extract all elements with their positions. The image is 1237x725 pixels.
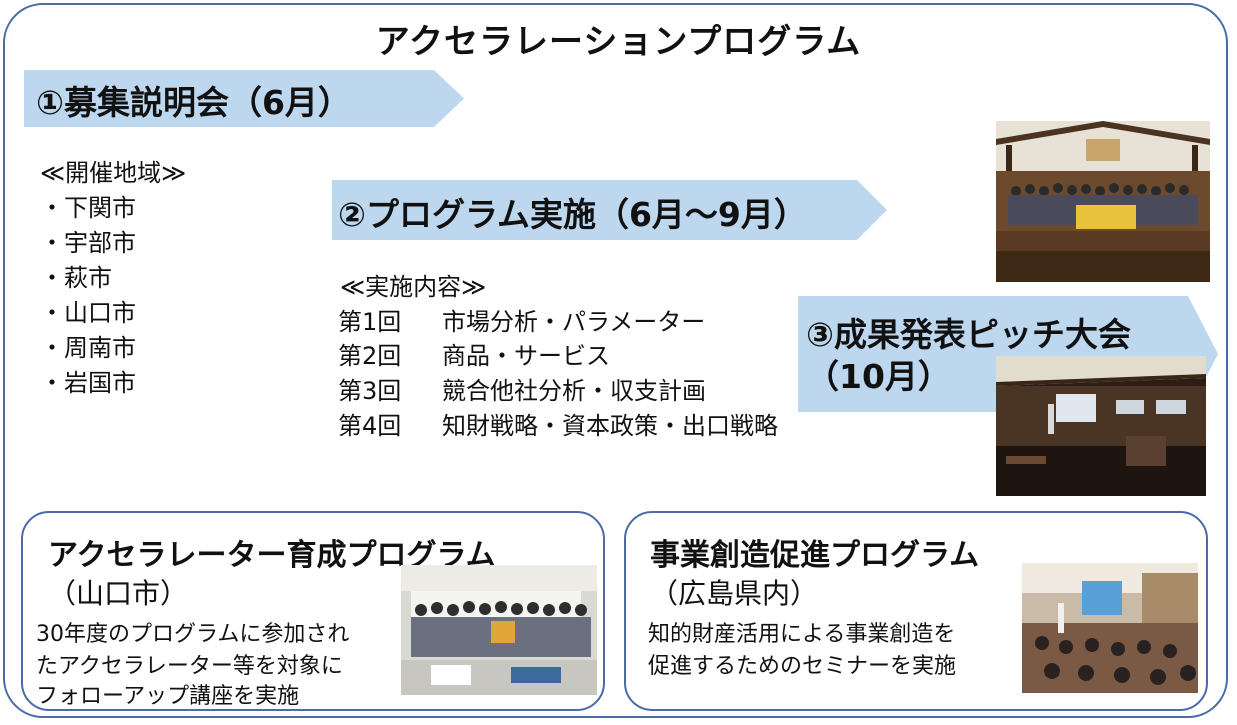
content-no: 第2回 — [338, 342, 402, 370]
step3-label-line1: ③成果発表ピッチ大会 — [806, 315, 1131, 354]
box2-subtitle: （広島県内） — [650, 577, 819, 610]
outer-frame — [3, 3, 1228, 718]
region-item: ・周南市 — [40, 334, 136, 362]
region-item: ・萩市 — [40, 264, 112, 292]
box1-body-line: たアクセラレーター等を対象に — [36, 654, 343, 679]
content-no: 第3回 — [338, 377, 402, 405]
box2-title: 事業創造促進プログラム — [650, 538, 980, 573]
region-item: ・宇部市 — [40, 229, 136, 257]
step2-label: ②プログラム実施（6月～9月） — [338, 195, 807, 234]
content-no: 第1回 — [338, 308, 402, 336]
seminar-photo — [1022, 563, 1198, 693]
region-item: ・岩国市 — [40, 369, 136, 397]
page-title: アクセラレーションプログラム — [375, 22, 862, 62]
content-no: 第4回 — [338, 412, 402, 440]
box2-body-line: 促進するためのセミナーを実施 — [648, 654, 957, 679]
step1-label: ①募集説明会（6月） — [36, 83, 351, 122]
region-item: ・下関市 — [40, 194, 136, 222]
box1-subtitle: （山口市） — [48, 577, 189, 610]
content-text: 知財戦略・資本政策・出口戦略 — [442, 412, 778, 440]
regions-heading: ≪開催地域≫ — [40, 159, 187, 187]
box1-body-line: 30年度のプログラムに参加され — [36, 622, 350, 647]
pitch-photo — [996, 356, 1206, 496]
region-item: ・山口市 — [40, 299, 136, 327]
step1-arrow — [24, 70, 464, 127]
content-text: 競合他社分析・収支計画 — [442, 377, 706, 405]
step2-arrow — [332, 180, 887, 240]
accelerator-photo — [401, 565, 597, 695]
step3-label-line2: （10月） — [806, 357, 951, 396]
content-text: 商品・サービス — [442, 342, 610, 370]
box1-body-line: フォローアップ講座を実施 — [36, 684, 300, 709]
content-text: 市場分析・パラメーター — [442, 308, 706, 336]
contents-heading: ≪実施内容≫ — [340, 273, 487, 301]
group-photo — [996, 121, 1210, 282]
box2-body-line: 知的財産活用による事業創造を — [648, 622, 956, 647]
